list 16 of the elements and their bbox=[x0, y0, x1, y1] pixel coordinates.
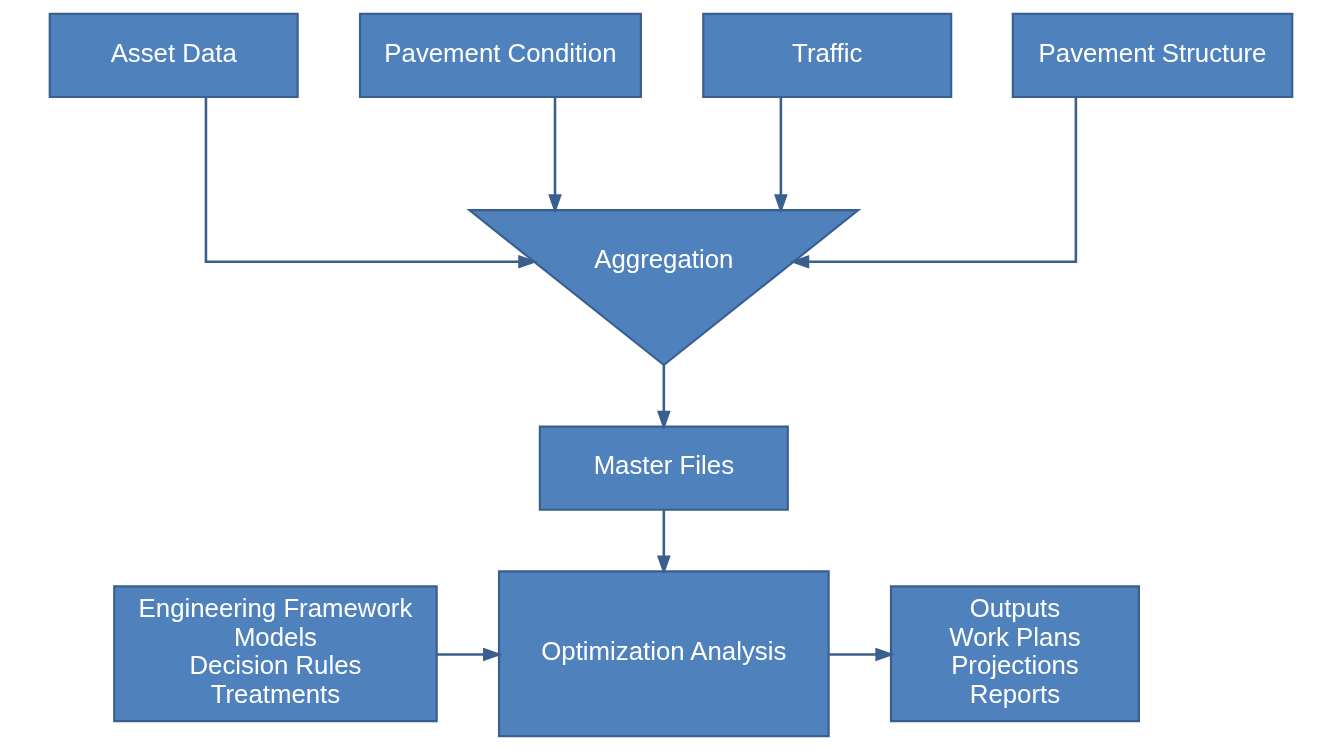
arrow bbox=[829, 647, 895, 662]
arrow bbox=[789, 97, 1078, 269]
node-box: Asset Data bbox=[48, 12, 299, 99]
node-box: Optimization Analysis bbox=[497, 570, 830, 738]
arrow bbox=[774, 97, 788, 214]
node-box: Traffic bbox=[702, 12, 953, 99]
node-box: Pavement Structure bbox=[1011, 12, 1294, 99]
arrow bbox=[548, 97, 562, 214]
arrow bbox=[204, 97, 538, 269]
node-box: Outputs Work Plans Projections Reports bbox=[889, 585, 1140, 723]
arrow bbox=[657, 364, 671, 431]
arrow bbox=[657, 509, 671, 576]
node-box: Pavement Condition bbox=[358, 12, 642, 99]
node-box: Engineering Framework Models Decision Rules Treatments bbox=[113, 585, 438, 723]
node-box: Master Files bbox=[538, 425, 789, 511]
arrow bbox=[436, 647, 503, 662]
